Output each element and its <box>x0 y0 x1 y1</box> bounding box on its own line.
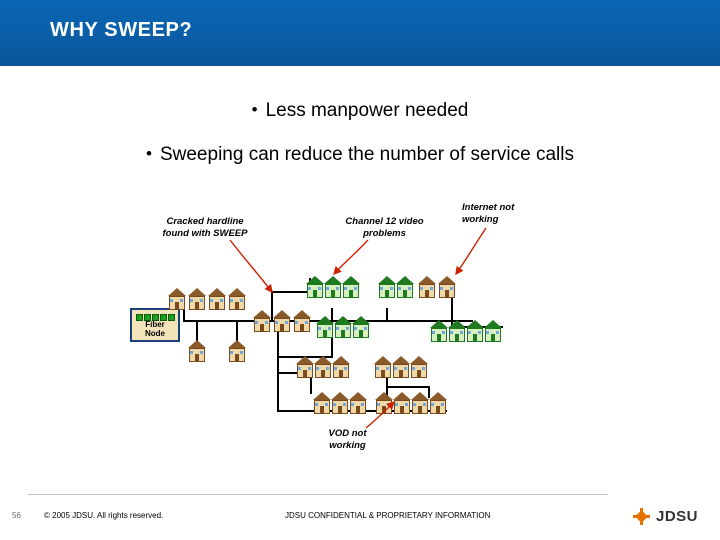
house <box>293 310 311 332</box>
house <box>332 356 350 378</box>
house <box>208 288 226 310</box>
bullet-list: • Less manpower needed • Sweeping can redu… <box>0 100 720 188</box>
annotation-line-1: Cracked hardline <box>166 216 244 227</box>
annotation-line-1: Internet not <box>462 202 515 213</box>
house <box>253 310 271 332</box>
arrow-internet <box>455 227 487 276</box>
house <box>306 276 324 298</box>
copyright-text: © 2005 JDSU. All rights reserved. <box>44 511 164 520</box>
arrow-vod <box>365 401 395 429</box>
house <box>334 316 352 338</box>
annotation-vod-not-working: VOD not working <box>300 428 395 452</box>
house <box>188 340 206 362</box>
annotation-channel-12-video: Channel 12 video problems <box>322 216 447 240</box>
fiber-node-label-2: Node <box>145 329 165 338</box>
house <box>448 320 466 342</box>
house <box>168 288 186 310</box>
house <box>313 392 331 414</box>
house <box>352 316 370 338</box>
annotation-cracked-hardline: Cracked hardline found with SWEEP <box>140 216 270 240</box>
logo-text: JDSU <box>655 507 698 525</box>
house <box>438 276 456 298</box>
fiber-node-label-1: Fiber <box>145 320 165 329</box>
network-diagram: Cracked hardline found with SWEEP Channe… <box>0 196 720 476</box>
drop-line-m <box>386 364 388 412</box>
bullet-marker: • <box>251 100 258 119</box>
annotation-line-2: working <box>462 214 499 225</box>
house <box>374 356 392 378</box>
bullet-text: Less manpower needed <box>265 100 469 121</box>
slide-number: 56 <box>12 511 21 520</box>
annotation-line-1: VOD not <box>328 428 367 439</box>
drop-line-p <box>386 308 388 322</box>
confidentiality-notice: JDSU CONFIDENTIAL & PROPRIETARY INFORMAT… <box>285 511 491 520</box>
footer-divider <box>28 494 608 495</box>
drop-line-j <box>310 372 312 394</box>
jdsu-logo: JDSU <box>632 504 698 528</box>
drop-line-b <box>236 320 238 350</box>
house <box>429 392 447 414</box>
fiber-node: Fiber Node <box>130 308 180 342</box>
slide-header: WHY SWEEP? <box>0 0 720 66</box>
house <box>410 356 428 378</box>
annotation-internet-not-working: Internet not working <box>462 202 552 226</box>
callout-arrows <box>229 227 487 429</box>
house <box>411 392 429 414</box>
house <box>342 276 360 298</box>
logo-mark-icon <box>632 507 650 525</box>
page-title: WHY SWEEP? <box>50 19 193 41</box>
list-item: • Less manpower needed <box>0 100 720 122</box>
bullet-marker: • <box>146 144 152 163</box>
house <box>188 288 206 310</box>
house <box>296 356 314 378</box>
house <box>418 276 436 298</box>
house <box>331 392 349 414</box>
annotation-line-2: found with SWEEP <box>162 228 248 239</box>
house <box>392 356 410 378</box>
house <box>273 310 291 332</box>
list-item: • Sweeping can reduce the number of servi… <box>0 144 720 166</box>
branch-line-i <box>277 372 312 374</box>
annotation-line-2: problems <box>363 228 406 239</box>
house <box>466 320 484 342</box>
house <box>228 288 246 310</box>
house <box>484 320 502 342</box>
house <box>396 276 414 298</box>
trunk-line-down <box>277 320 279 410</box>
house <box>228 340 246 362</box>
annotation-line-2: working <box>329 440 366 451</box>
arrow-cracked-hardline <box>229 239 273 294</box>
house <box>378 276 396 298</box>
drop-line-d <box>271 291 273 321</box>
house <box>314 356 332 378</box>
branch-line-e <box>271 291 311 293</box>
bullet-text: Sweeping can reduce the number of servic… <box>159 144 574 165</box>
house <box>430 320 448 342</box>
annotation-line-1: Channel 12 video <box>345 216 424 227</box>
slide-footer: 56 © 2005 JDSU. All rights reserved. JDS… <box>0 494 720 540</box>
drop-line-q <box>451 296 453 322</box>
branch-line-n <box>386 386 430 388</box>
house <box>324 276 342 298</box>
house <box>316 316 334 338</box>
drop-line-c <box>196 320 198 344</box>
arrow-channel-12 <box>333 239 369 276</box>
house <box>349 392 367 414</box>
